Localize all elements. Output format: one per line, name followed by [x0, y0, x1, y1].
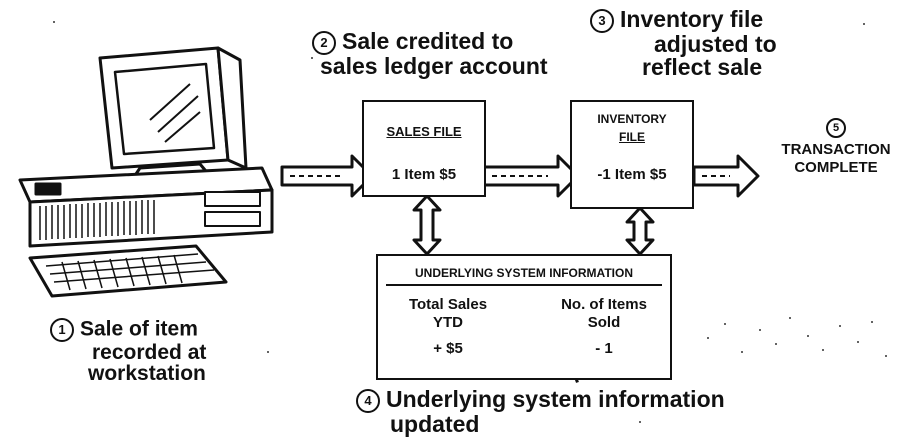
step3-line3: reflect sale: [642, 53, 763, 80]
sales-file-box: SALES FILE 1 Item $5: [362, 100, 486, 197]
step1-line3: workstation: [88, 362, 206, 385]
step5-number-badge: 5: [826, 118, 846, 138]
step5-line2: COMPLETE: [794, 159, 878, 176]
inventory-file-title-2: FILE: [619, 130, 645, 144]
system-info-divider: [386, 284, 662, 286]
workstation-computer-icon: [18, 46, 274, 298]
items-sold-label-1: No. of Items: [561, 296, 647, 313]
inventory-file-value: -1 Item $5: [597, 166, 667, 183]
step1-line1: Sale of item: [80, 317, 198, 341]
sales-file-title: SALES FILE: [386, 124, 462, 139]
step4-line1: Underlying system information: [386, 386, 725, 412]
step1-line2: recorded at: [92, 341, 207, 364]
total-sales-label-1: Total Sales: [408, 296, 488, 313]
step4-line2: updated: [390, 410, 480, 437]
items-sold-label-2: Sold: [587, 314, 621, 331]
step1-number-badge: 1: [50, 318, 74, 342]
step2-line1: Sale credited to: [342, 28, 514, 54]
arrow-sales-to-inventory: [482, 154, 580, 198]
step5-line1: TRANSACTION: [781, 141, 891, 158]
inventory-file-title-1: INVENTORY: [597, 112, 667, 126]
step5-caption: 5 TRANSACTION COMPLETE: [776, 118, 896, 175]
step4-number-badge: 4: [356, 388, 380, 413]
arrow-inventory-to-complete: [692, 154, 760, 198]
items-sold-value: - 1: [595, 340, 613, 357]
step3-line2: adjusted to: [654, 30, 777, 57]
scan-speckles: [53, 21, 887, 423]
system-info-box: UNDERLYING SYSTEM INFORMATION Total Sale…: [376, 254, 672, 380]
step2-line2: sales ledger account: [320, 52, 548, 79]
total-sales-value: + $5: [433, 340, 463, 357]
double-arrow-sales-system: [412, 194, 442, 256]
step2-number-badge: 2: [312, 30, 336, 55]
sales-file-value: 1 Item $5: [391, 166, 457, 183]
double-arrow-inventory-system: [625, 206, 655, 256]
system-info-title: UNDERLYING SYSTEM INFORMATION: [414, 266, 633, 280]
step3-number-badge: 3: [590, 8, 614, 33]
arrow-workstation-to-sales: [280, 154, 374, 198]
step3-line1: Inventory file: [620, 6, 764, 32]
inventory-file-box: INVENTORY FILE -1 Item $5: [570, 100, 694, 209]
total-sales-label-2: YTD: [433, 314, 463, 331]
